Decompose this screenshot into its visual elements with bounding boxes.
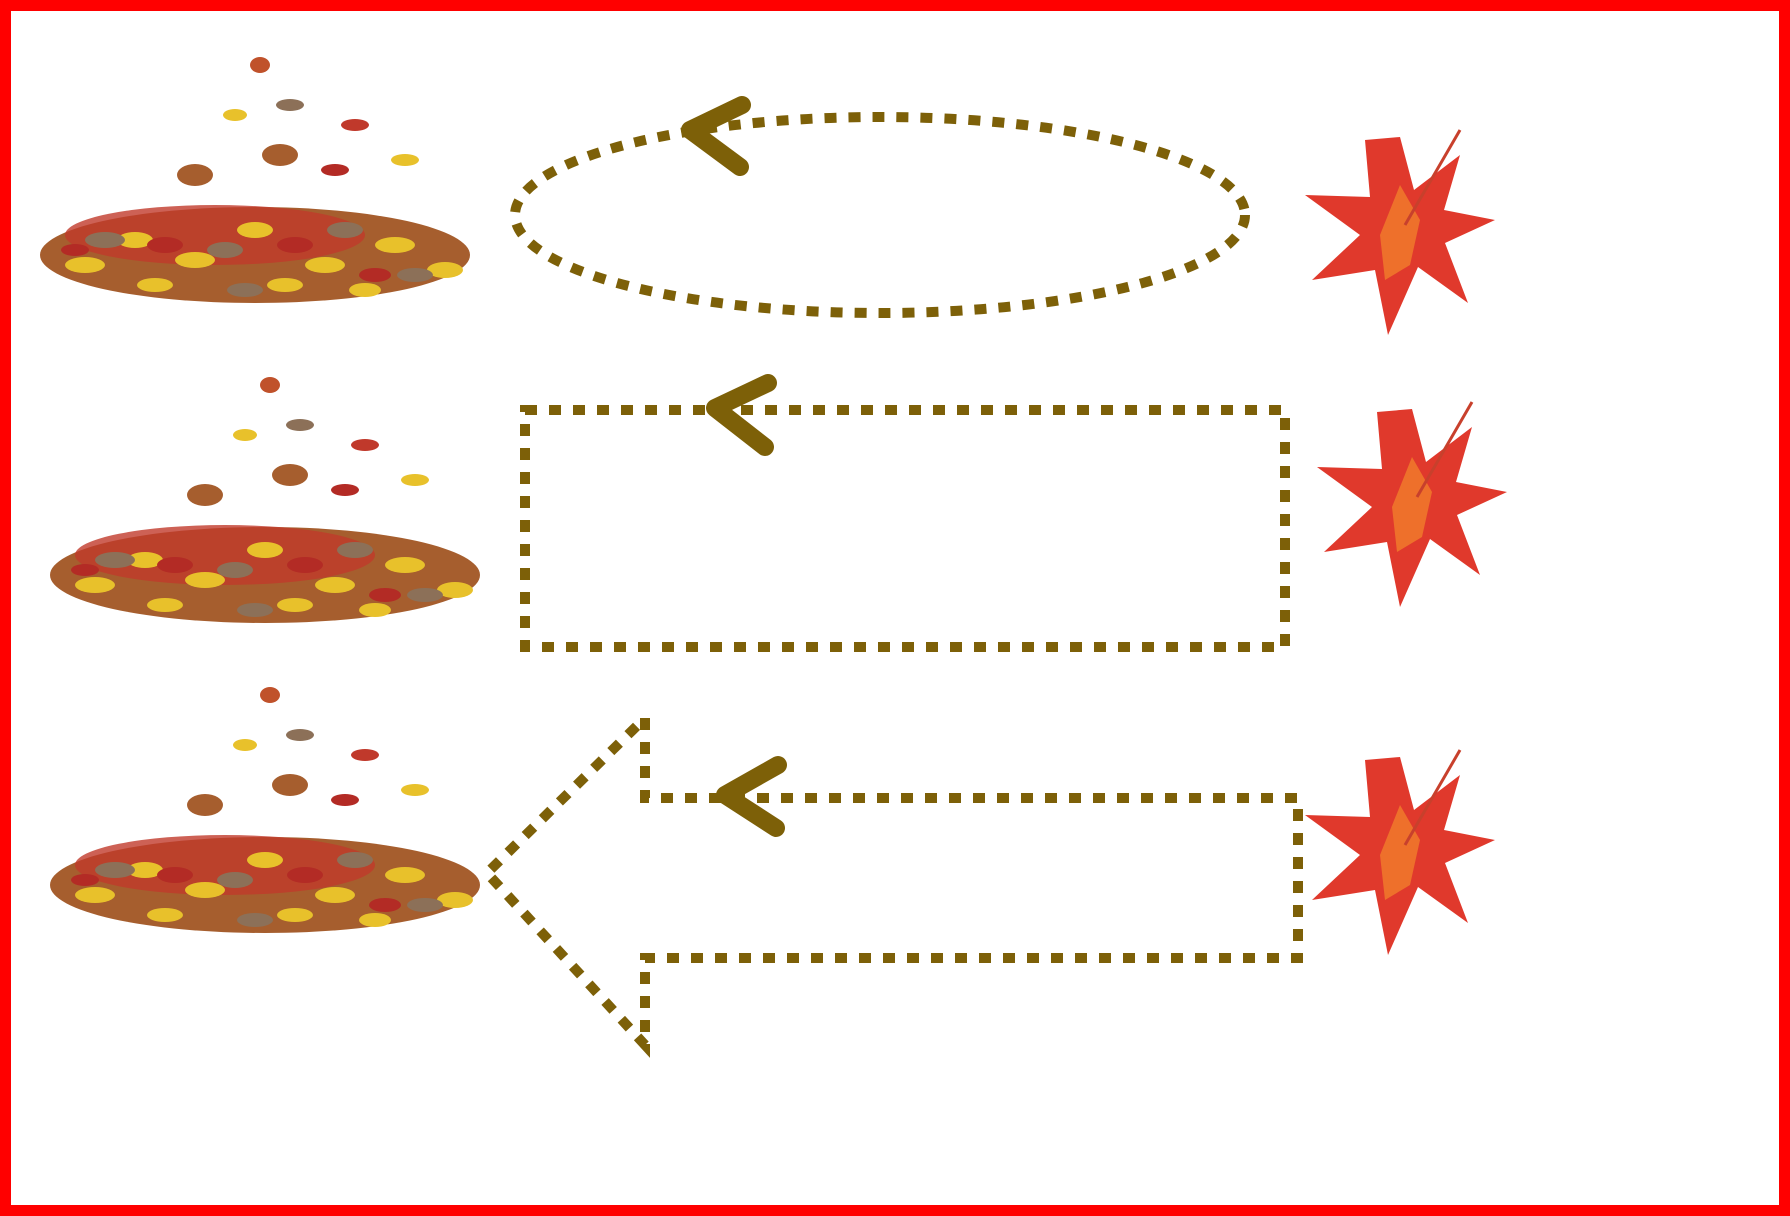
maple-leaf-icon <box>1303 748 1497 957</box>
direction-arrow-icon <box>681 96 751 176</box>
leaf-pile-icon <box>40 57 470 303</box>
direction-arrow-icon <box>706 374 777 456</box>
leaf-pile-icon <box>50 377 480 623</box>
row-2 <box>50 374 1509 652</box>
arrow-trace-path <box>480 706 1303 1058</box>
direction-arrow-icon <box>716 756 787 837</box>
ellipse-trace-path <box>510 112 1250 318</box>
rectangle-trace-path <box>520 405 1290 652</box>
maple-leaf-icon <box>1315 400 1509 609</box>
row-1 <box>40 57 1497 337</box>
row-3 <box>50 687 1497 1058</box>
maple-leaf-icon <box>1303 128 1497 337</box>
leaf-pile-icon <box>50 687 480 933</box>
